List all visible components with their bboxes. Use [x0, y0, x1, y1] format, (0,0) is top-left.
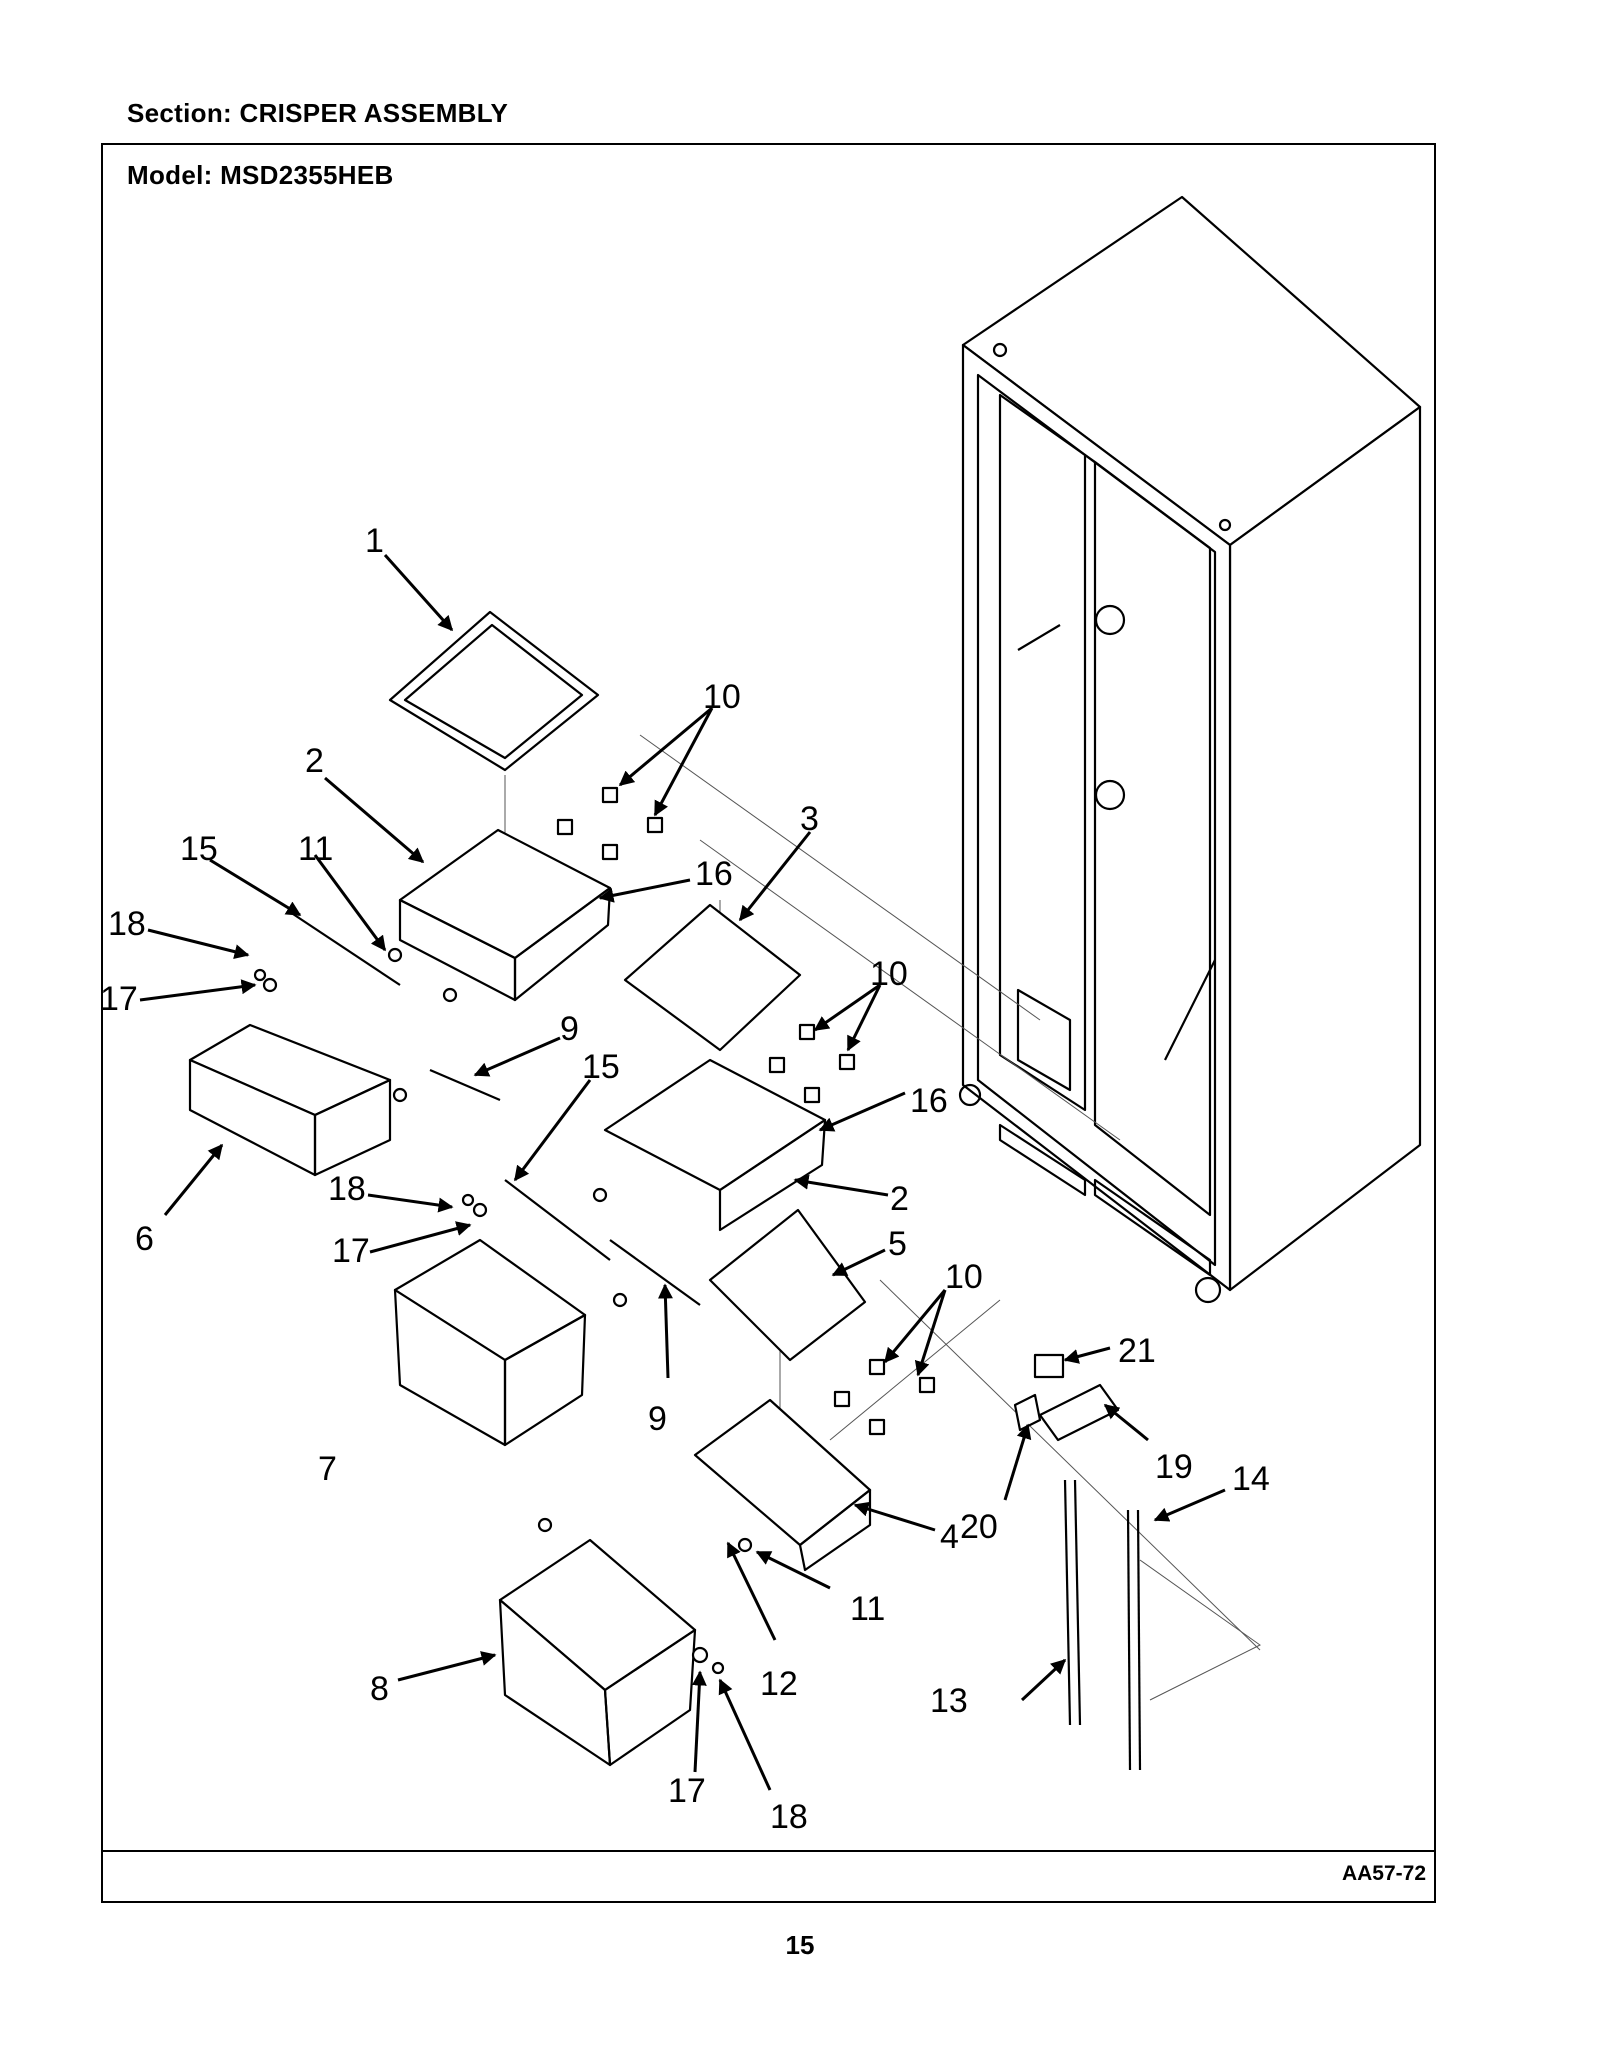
callout-5: 5 — [888, 1225, 907, 1263]
callout-19: 19 — [1155, 1448, 1193, 1486]
callout-17b: 17 — [332, 1232, 370, 1270]
callout-leaders — [139, 554, 1226, 1791]
callout-20: 20 — [960, 1508, 998, 1546]
brackets-and-clips — [253, 786, 1120, 1675]
callout-17a: 17 — [100, 980, 138, 1018]
callout-17c: 17 — [668, 1772, 706, 1810]
callout-2a: 2 — [305, 742, 324, 780]
callout-12: 12 — [760, 1665, 798, 1703]
callout-11a: 11 — [298, 830, 333, 868]
callout-16a: 16 — [695, 855, 733, 893]
callout-8: 8 — [370, 1670, 389, 1708]
callout-9a: 9 — [560, 1010, 579, 1048]
callout-10a: 10 — [703, 678, 741, 716]
crisper-frame-middle — [603, 1058, 827, 1232]
footer-divider — [101, 1850, 1436, 1852]
crisper-drawer-upper — [188, 1023, 392, 1177]
refrigerator-cabinet — [958, 195, 1422, 1304]
callout-15b: 15 — [582, 1048, 620, 1086]
glass-panel-lower — [708, 1208, 867, 1362]
callout-4: 4 — [940, 1518, 959, 1556]
diagram-code: AA57-72 — [1341, 1862, 1426, 1885]
callout-14: 14 — [1232, 1460, 1270, 1498]
callout-2b: 2 — [890, 1180, 909, 1218]
model-title: Model: MSD2355HEB — [127, 160, 394, 190]
callout-18a: 18 — [108, 905, 146, 943]
crisper-frame-lower — [693, 1398, 872, 1572]
slide-rails — [289, 911, 1142, 1771]
crisper-cover-top — [388, 610, 600, 772]
section-title: Section: CRISPER ASSEMBLY — [127, 98, 509, 128]
callout-13: 13 — [930, 1682, 968, 1720]
callout-7: 7 — [318, 1450, 337, 1488]
crisper-drawer-middle — [393, 1238, 587, 1447]
crisper-drawer-lower — [498, 1538, 697, 1767]
callout-16b: 16 — [910, 1082, 948, 1120]
callout-1: 1 — [365, 522, 384, 560]
page-number: 15 — [785, 1930, 815, 1960]
callout-18b: 18 — [328, 1170, 366, 1208]
callout-10c: 10 — [945, 1258, 983, 1296]
callout-15a: 15 — [180, 830, 218, 868]
callout-labels: 1 2 2 3 4 5 6 7 8 9 9 10 10 10 11 11 12 … — [100, 522, 1270, 1836]
callout-6: 6 — [135, 1220, 154, 1258]
callout-3: 3 — [800, 800, 819, 838]
callout-11b: 11 — [850, 1590, 885, 1628]
diagram-frame — [101, 143, 1436, 1903]
crisper-frame-upper — [398, 828, 612, 1002]
callout-21: 21 — [1118, 1332, 1156, 1370]
callout-18c: 18 — [770, 1798, 808, 1836]
glass-panel-middle — [623, 903, 802, 1052]
callout-9b: 9 — [648, 1400, 667, 1438]
callout-10b: 10 — [870, 955, 908, 993]
